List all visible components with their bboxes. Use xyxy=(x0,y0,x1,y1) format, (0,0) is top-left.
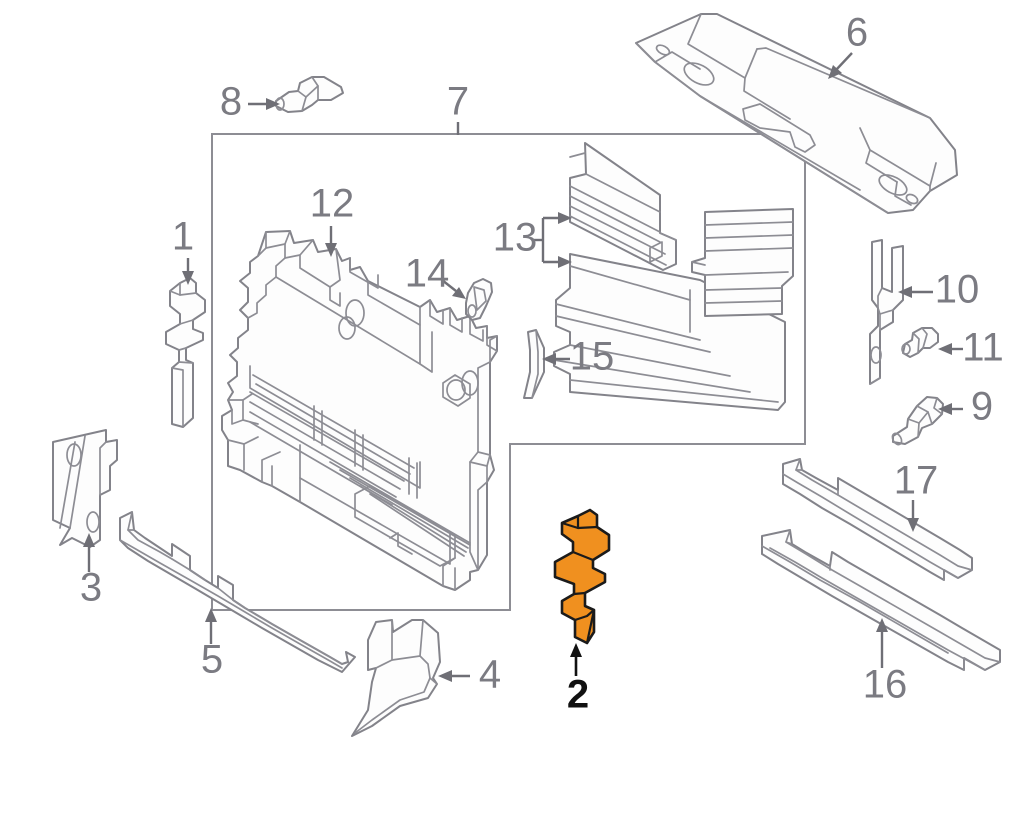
part-13-air-duct-seal-right xyxy=(691,208,794,317)
part-17-upper-air-deflector-seal xyxy=(782,458,973,581)
leader-6 xyxy=(828,52,853,79)
callout-label-8: 8 xyxy=(220,80,242,124)
leader-13 xyxy=(534,212,572,268)
callout-label-3: 3 xyxy=(80,566,102,610)
part-12-radiator-support xyxy=(221,230,498,591)
callout-label-11: 11 xyxy=(962,326,1004,370)
callout-label-12: 12 xyxy=(310,182,355,226)
callout-label-9: 9 xyxy=(971,385,993,429)
callout-label-2: 2 xyxy=(567,673,589,717)
callout-label-14: 14 xyxy=(405,252,450,296)
callout-label-7: 7 xyxy=(447,80,469,124)
leader-10 xyxy=(898,286,933,298)
leader-8 xyxy=(248,98,280,110)
leader-14 xyxy=(441,279,466,299)
part-11-stud-rivet xyxy=(901,327,939,358)
callout-label-15: 15 xyxy=(570,335,615,379)
leader-9 xyxy=(938,403,963,415)
callout-label-17: 17 xyxy=(894,459,939,503)
callout-label-16: 16 xyxy=(863,663,908,707)
callout-label-13: 13 xyxy=(493,216,538,260)
part-3-left-splash-shield xyxy=(52,429,118,548)
leader-17 xyxy=(907,500,919,532)
part-5-lower-air-deflector xyxy=(119,511,356,673)
part-16-lower-air-deflector-seal xyxy=(761,529,1001,671)
part-13-air-duct-seal-upper xyxy=(569,142,677,271)
part-15-seal-strip xyxy=(523,329,545,399)
leader-2 xyxy=(570,643,582,676)
callout-label-6: 6 xyxy=(846,11,868,55)
part-4-right-deflector-panel xyxy=(351,619,441,737)
leader-5 xyxy=(205,608,217,644)
part-2-highlighted-bracket xyxy=(553,508,611,645)
leader-1 xyxy=(182,258,194,285)
leader-4 xyxy=(438,670,470,682)
callout-label-4: 4 xyxy=(479,653,501,697)
leader-12 xyxy=(325,226,337,257)
leader-16 xyxy=(876,618,888,668)
leader-11 xyxy=(938,343,963,355)
leader-15 xyxy=(542,353,570,365)
leader-3 xyxy=(83,533,95,572)
callout-label-5: 5 xyxy=(201,638,223,682)
part-10-mounting-bracket xyxy=(869,239,904,385)
part-6-bumper-reinforcement-beam xyxy=(635,13,958,214)
part-13-air-duct-seal-lower xyxy=(553,253,786,411)
part-8-push-pin-retainer xyxy=(275,76,344,113)
callout-label-10: 10 xyxy=(935,268,980,312)
part-9-hex-flange-bolt xyxy=(891,396,944,446)
callout-label-1: 1 xyxy=(172,215,194,259)
part-14-retainer-clip xyxy=(465,278,493,321)
part-1-left-side-bracket xyxy=(165,277,206,428)
